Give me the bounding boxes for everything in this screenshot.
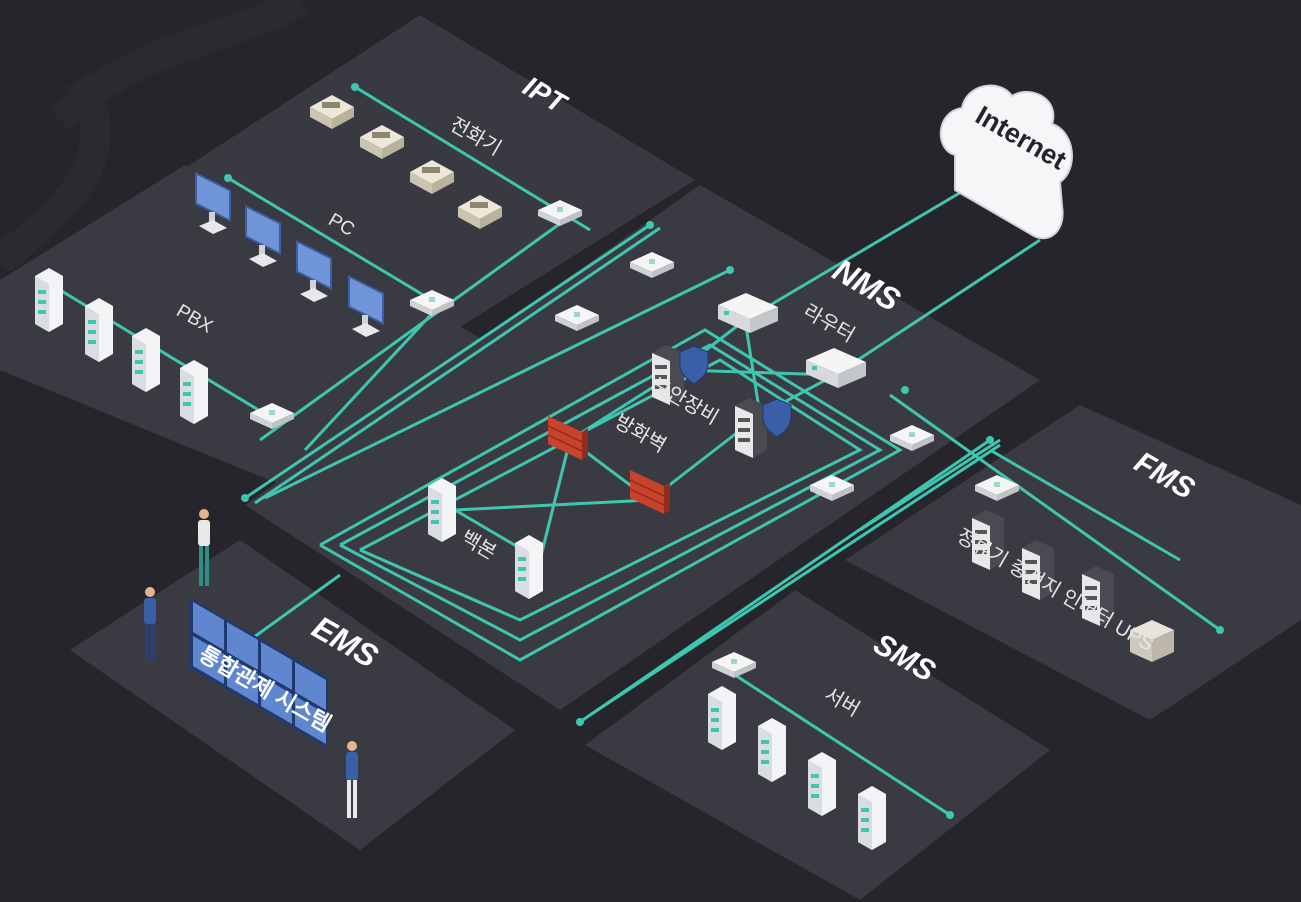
person-icon <box>198 509 210 586</box>
cloud-icon <box>939 84 1073 240</box>
person-icon <box>144 587 156 662</box>
server-icon <box>858 786 886 850</box>
shield-icon <box>762 398 792 438</box>
server-icon <box>35 268 63 332</box>
link-endpoints <box>36 83 1224 819</box>
ups-icon <box>1130 620 1174 662</box>
internet-cloud: Internet <box>939 84 1073 240</box>
ems-video-wall <box>190 598 328 748</box>
network-links <box>39 85 1221 817</box>
people <box>144 509 358 818</box>
background-decor <box>0 0 309 272</box>
fms-devices <box>972 510 1174 662</box>
zone-panels <box>0 15 1301 900</box>
server-icon <box>132 328 160 392</box>
security-devices <box>652 345 792 458</box>
server-icon <box>758 718 786 782</box>
server-icon <box>85 298 113 362</box>
router-icon <box>806 348 866 388</box>
shield-icon <box>679 345 709 385</box>
router-icon <box>718 293 778 333</box>
nms-panel <box>245 185 1040 710</box>
routers <box>718 293 866 388</box>
server-icon <box>808 752 836 816</box>
fms-panel <box>845 405 1301 720</box>
backbone-server-icon <box>428 478 456 542</box>
server-icon <box>180 360 208 424</box>
security-server-icon <box>735 398 767 458</box>
sms-panel <box>585 590 1050 900</box>
server-icon <box>708 686 736 750</box>
person-icon <box>346 741 358 818</box>
backbone-server-icon <box>515 535 543 599</box>
